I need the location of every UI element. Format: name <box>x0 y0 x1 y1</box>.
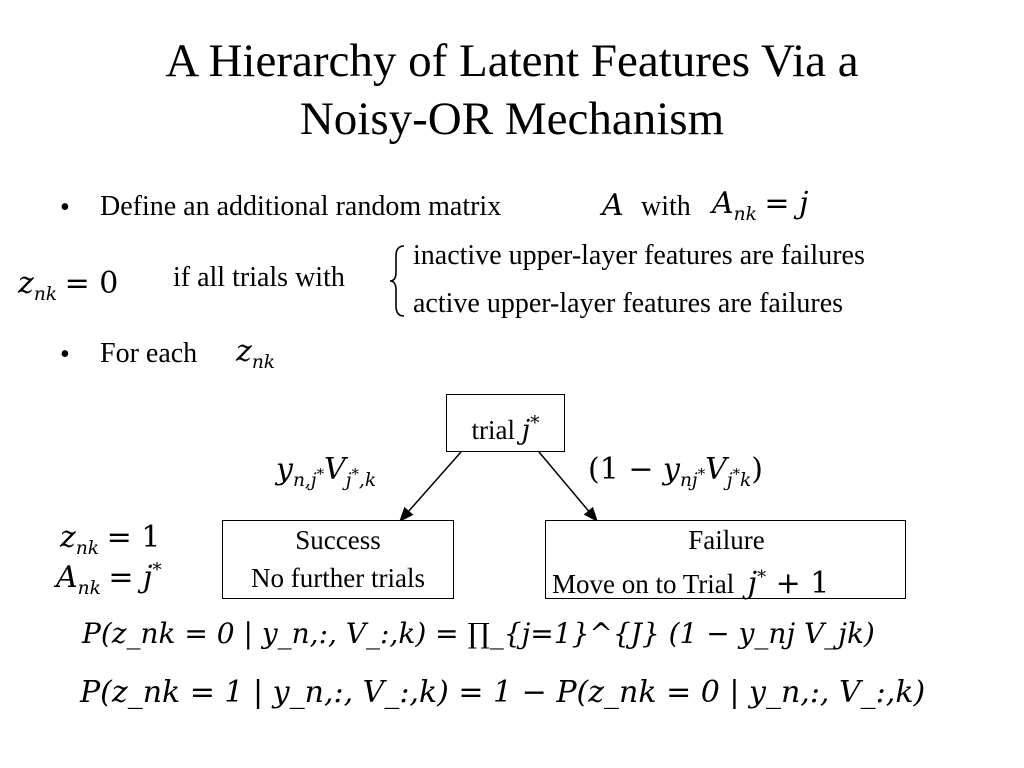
case-active: active upper-layer features are failures <box>413 288 844 319</box>
bullet-marker-1: • <box>60 192 70 223</box>
slide-title: A Hierarchy of Latent Features Via a Noi… <box>0 32 1024 148</box>
arrow-to-failure <box>538 451 598 523</box>
success-label: Success <box>295 525 381 555</box>
z-nk-symbol: znk <box>236 334 276 373</box>
title-line-2: Noisy-OR Mechanism <box>299 93 725 145</box>
z-nk-zero: znk = 0 <box>18 266 119 305</box>
trial-root-box: trial j* <box>446 394 565 452</box>
failure-box: Failure Move on to Trial j* + 1 <box>545 520 906 601</box>
case-inactive: inactive upper-layer features are failur… <box>413 240 865 271</box>
curly-brace <box>389 245 405 317</box>
bullet-marker-2: • <box>60 339 70 370</box>
formula-prob-zero: P(z_nk = 0 | y_n,:, V_:,k) = ∏_{j=1}^{J}… <box>82 617 875 650</box>
bullet-1-text: Define an additional random matrix <box>100 191 502 222</box>
bullet-1-equation: Ank = j <box>712 186 809 225</box>
bullet-2-text: For each <box>100 338 198 369</box>
matrix-symbol: A <box>602 188 624 223</box>
right-edge-label: (1 − ynj*Vj*k) <box>588 452 764 491</box>
success-box: Success No further trials <box>222 520 454 599</box>
a-nk-jstar: Ank = j* <box>56 560 162 599</box>
success-subtext: No further trials <box>251 563 425 593</box>
arrow-to-success <box>399 451 462 523</box>
condition-text: if all trials with <box>173 262 345 293</box>
z-nk-one: znk = 1 <box>60 520 161 559</box>
title-line-1: A Hierarchy of Latent Features Via a <box>165 35 859 87</box>
bullet-1-with: with <box>641 191 691 222</box>
formula-prob-one: P(z_nk = 1 | y_n,:, V_:,k) = 1 − P(z_nk … <box>80 675 926 710</box>
left-edge-label: yn,j*Vj*,k <box>276 452 377 491</box>
failure-label: Failure <box>688 525 765 555</box>
failure-subtext: Move on to Trial j* + 1 <box>552 566 830 601</box>
